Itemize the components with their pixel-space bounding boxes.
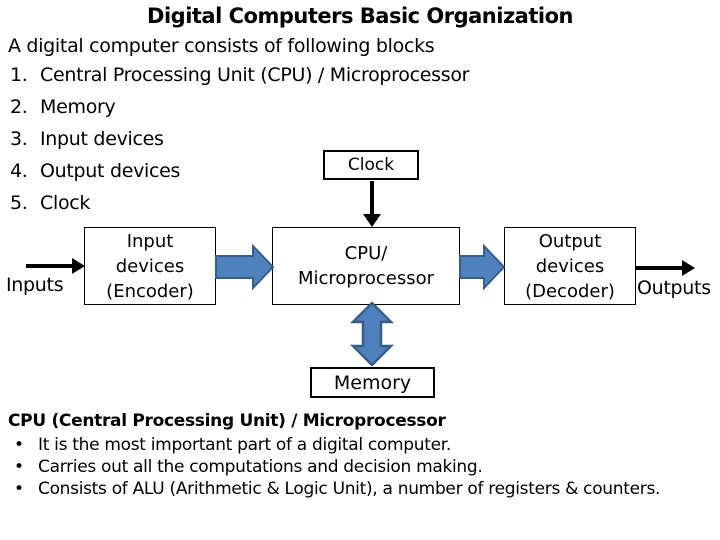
inputs-arrow-icon — [26, 258, 85, 274]
output-devices-box: Output devices (Decoder) — [504, 227, 636, 305]
input-box-line: (Encoder) — [106, 280, 194, 302]
footer-bullet-list: • It is the most important part of a digi… — [8, 434, 664, 500]
footer-bullet: • It is the most important part of a digi… — [8, 434, 664, 456]
list-number: 4. — [10, 160, 28, 182]
memory-box: Memory — [310, 367, 435, 398]
cpu-box-line: CPU/ — [344, 243, 388, 264]
slide-title: Digital Computers Basic Organization — [147, 4, 573, 28]
list-item-output-devices: 4. Output devices — [10, 160, 180, 182]
list-item-cpu: 1. Central Processing Unit (CPU) / Microp… — [10, 64, 469, 86]
list-item-label: Memory — [40, 96, 116, 118]
intro-text: A digital computer consists of following… — [8, 35, 435, 57]
bullet-marker: • — [14, 435, 24, 455]
bullet-marker: • — [14, 479, 24, 499]
bullet-marker: • — [14, 457, 24, 477]
output-box-line: devices — [535, 255, 605, 277]
list-number: 1. — [10, 64, 28, 86]
list-number: 3. — [10, 128, 28, 150]
output-box-line: Output — [538, 230, 602, 252]
cpu-memory-double-arrow-icon — [349, 302, 395, 366]
list-item-input-devices: 3. Input devices — [10, 128, 164, 150]
footer-bullet-text: Consists of ALU (Arithmetic & Logic Unit… — [38, 479, 661, 499]
footer-bullet-text: Carries out all the computations and dec… — [38, 457, 483, 477]
list-number: 2. — [10, 96, 28, 118]
cpu-to-output-block-arrow-icon — [459, 243, 506, 291]
list-number: 5. — [10, 192, 28, 214]
inputs-label: Inputs — [6, 274, 64, 296]
footer-bullet: • Carries out all the computations and de… — [8, 456, 664, 478]
list-item-label: Input devices — [40, 128, 164, 150]
list-item-label: Central Processing Unit (CPU) / Micropro… — [40, 64, 470, 86]
list-item-label: Output devices — [40, 160, 181, 182]
clock-to-cpu-arrow-icon — [363, 181, 381, 227]
input-devices-box: Input devices (Encoder) — [84, 227, 216, 305]
input-box-line: Input — [126, 230, 174, 252]
output-box-line: (Decoder) — [525, 280, 615, 302]
clock-box: Clock — [323, 150, 419, 180]
footer-heading: CPU (Central Processing Unit) / Micropro… — [8, 411, 446, 431]
input-box-line: devices — [115, 255, 185, 277]
clock-box-label: Clock — [347, 155, 395, 175]
memory-box-label: Memory — [333, 371, 412, 394]
footer-bullet: • Consists of ALU (Arithmetic & Logic Uni… — [8, 478, 664, 500]
cpu-box-line: Microprocessor — [297, 268, 435, 289]
list-item-memory: 2. Memory — [10, 96, 116, 118]
list-item-clock: 5. Clock — [10, 192, 90, 214]
list-item-label: Clock — [40, 192, 91, 214]
outputs-label: Outputs — [637, 277, 711, 299]
cpu-box: CPU/ Microprocessor — [272, 227, 460, 305]
outputs-arrow-icon — [636, 260, 695, 276]
input-to-cpu-block-arrow-icon — [215, 243, 275, 291]
footer-bullet-text: It is the most important part of a digit… — [38, 435, 451, 455]
